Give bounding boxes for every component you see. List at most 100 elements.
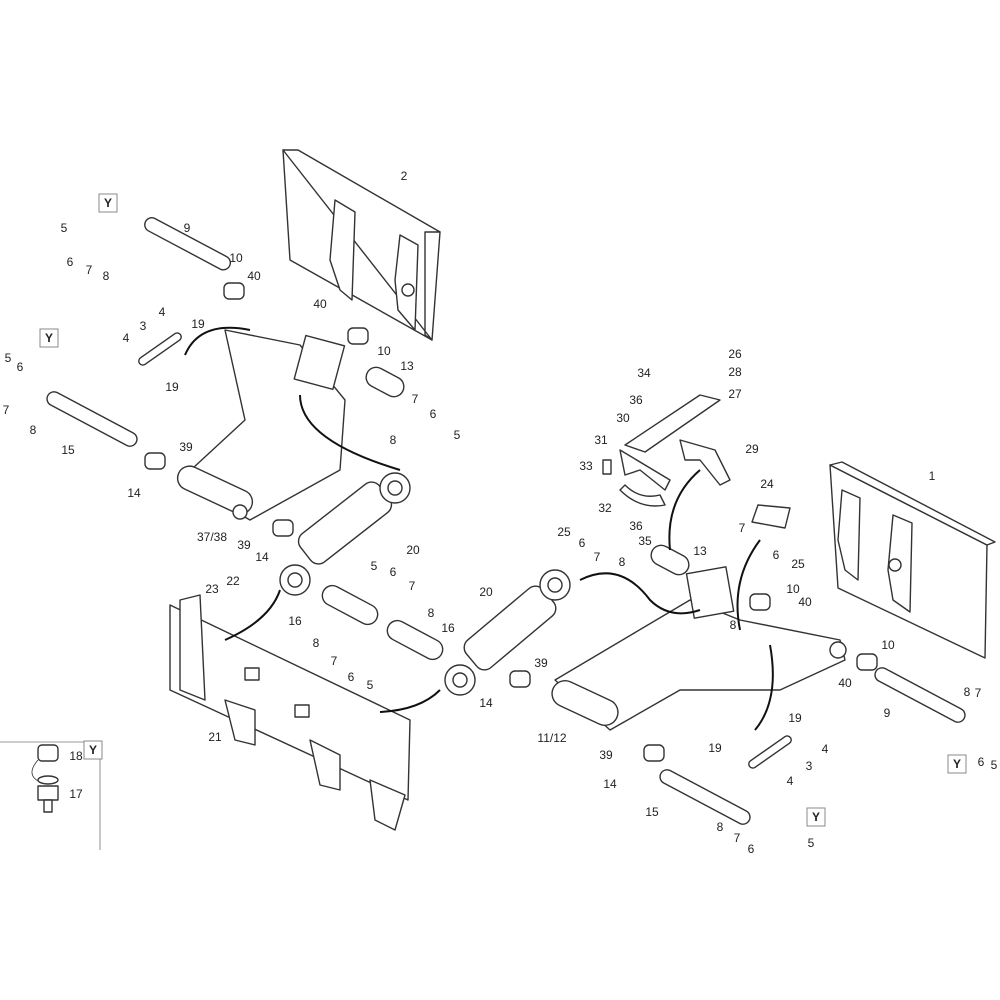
part-label: 6	[773, 548, 780, 562]
part-label: 31	[594, 433, 608, 447]
part-label: 13	[693, 544, 707, 558]
part-label: 7	[734, 831, 741, 845]
svg-text:Y: Y	[45, 331, 53, 345]
svg-text:Y: Y	[89, 743, 97, 757]
part-label: 8	[730, 618, 737, 632]
svg-text:Y: Y	[812, 810, 820, 824]
part-label: 40	[838, 676, 852, 690]
part-label: 36	[629, 393, 643, 407]
part-label: 8	[619, 555, 626, 569]
part-label: 4	[822, 742, 829, 756]
part-label: 37/38	[197, 530, 227, 544]
mounting-plate-1	[829, 461, 996, 659]
part-label: 13	[400, 359, 414, 373]
part-label: 10	[229, 251, 243, 265]
part-label: 26	[728, 347, 742, 361]
reference-marker-y: Y	[39, 328, 59, 348]
reference-marker-y: Y	[947, 754, 967, 774]
lift-arm-11-12	[551, 566, 847, 731]
part-label: 22	[226, 574, 240, 588]
part-label: 3	[140, 319, 147, 333]
bushings	[144, 282, 878, 762]
part-label: 7	[975, 686, 982, 700]
part-label: 6	[978, 755, 985, 769]
part-label: 8	[390, 433, 397, 447]
part-label: 18	[69, 749, 83, 763]
part-label: 5	[454, 428, 461, 442]
part-label: 1	[929, 469, 936, 483]
part-label: 7	[409, 579, 416, 593]
part-label: 8	[964, 685, 971, 699]
bracket-assembly	[602, 394, 791, 529]
part-label: 7	[331, 654, 338, 668]
part-label: 3	[806, 759, 813, 773]
part-label: 39	[534, 656, 548, 670]
part-label: 33	[579, 459, 593, 473]
part-label: 14	[255, 550, 269, 564]
part-label: 8	[313, 636, 320, 650]
svg-text:Y: Y	[104, 196, 112, 210]
part-label: 40	[313, 297, 327, 311]
part-label: 32	[598, 501, 612, 515]
part-label: 6	[579, 536, 586, 550]
part-label: 5	[367, 678, 374, 692]
part-label: 23	[205, 582, 219, 596]
part-label: 35	[638, 534, 652, 548]
part-label: 4	[787, 774, 794, 788]
pins	[46, 217, 966, 825]
hydraulic-cylinder-left	[279, 472, 411, 596]
part-label: 6	[17, 360, 24, 374]
part-label: 7	[3, 403, 10, 417]
part-label: 6	[430, 407, 437, 421]
hydraulic-cylinder-right	[444, 569, 571, 696]
part-label: 9	[884, 706, 891, 720]
part-label: 39	[599, 748, 613, 762]
part-label: 4	[123, 331, 130, 345]
part-label: 29	[745, 442, 759, 456]
part-label: 39	[179, 440, 193, 454]
part-label: 5	[991, 758, 998, 772]
part-label: 27	[728, 387, 742, 401]
part-label: 24	[760, 477, 774, 491]
part-label: 5	[371, 559, 378, 573]
part-label: 25	[791, 557, 805, 571]
inset-detail	[0, 741, 101, 850]
part-label: 11/12	[537, 731, 566, 745]
part-label: 6	[390, 565, 397, 579]
part-label: 7	[412, 392, 419, 406]
part-label: 8	[30, 423, 37, 437]
part-label: 10	[881, 638, 895, 652]
part-label: 6	[67, 255, 74, 269]
part-label: 8	[717, 820, 724, 834]
part-label: 16	[288, 614, 302, 628]
part-label: 39	[237, 538, 251, 552]
mounting-plate-2	[282, 149, 441, 341]
assembly-arrows	[184, 326, 774, 731]
part-label: 20	[479, 585, 493, 599]
reference-marker-y: Y	[83, 740, 103, 760]
part-label: 2	[401, 169, 408, 183]
part-label: 10	[786, 582, 800, 596]
part-label: 40	[247, 269, 261, 283]
part-label: 5	[808, 836, 815, 850]
part-label: 14	[603, 777, 617, 791]
part-label: 16	[441, 621, 455, 635]
svg-text:Y: Y	[953, 757, 961, 771]
part-label: 10	[377, 344, 391, 358]
part-label: 19	[788, 711, 802, 725]
part-label: 6	[348, 670, 355, 684]
part-label: 20	[406, 543, 420, 557]
part-label: 14	[127, 486, 141, 500]
part-label: 7	[739, 521, 746, 535]
part-label: 5	[5, 351, 12, 365]
part-label: 19	[191, 317, 205, 331]
part-label: 40	[798, 595, 812, 609]
part-label: 21	[208, 730, 222, 744]
part-label: 14	[479, 696, 493, 710]
part-label: 7	[86, 263, 93, 277]
part-label: 8	[428, 606, 435, 620]
part-label: 17	[69, 787, 83, 801]
part-label: 5	[61, 221, 68, 235]
